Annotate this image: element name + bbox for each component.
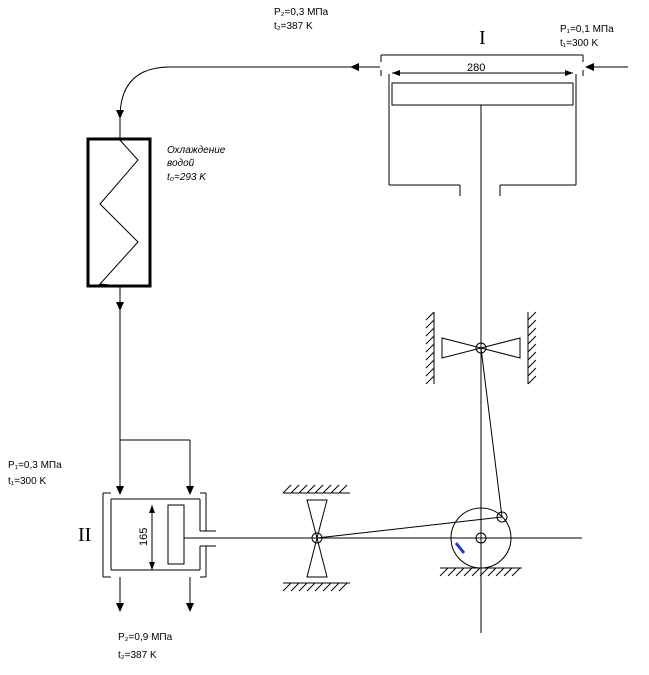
stage-2-bore-dimension: 165 bbox=[138, 528, 150, 546]
stage-1-cylinder bbox=[380, 54, 584, 196]
stage-1-inlet-temperature: t₁=300 K bbox=[560, 38, 598, 49]
stage-2-cylinder bbox=[102, 492, 216, 578]
stage-2-outlet-pressure: P₂=0,9 МПа bbox=[118, 632, 173, 643]
crank-shaft bbox=[475, 532, 487, 544]
crosshead-vertical bbox=[433, 312, 529, 384]
crank-mechanism bbox=[316, 347, 522, 577]
cooler-label-line2: водой bbox=[167, 158, 195, 169]
stage-2-piston bbox=[167, 504, 185, 565]
cooler-coil bbox=[98, 138, 139, 287]
cooler-label-line1: Охлаждение bbox=[167, 145, 226, 156]
crank-pin bbox=[496, 511, 508, 523]
stage-1-outlet-temperature: t₂=387 K bbox=[274, 21, 313, 32]
stage-2-inlet-temperature: t₁=300 K bbox=[8, 476, 46, 487]
cooler-label-line3: t₀=293 K bbox=[167, 172, 207, 183]
connecting-rod-vertical bbox=[480, 347, 503, 518]
guide-hatching-bottom bbox=[282, 582, 348, 592]
stage-2-outlet-temperature: t₂=387 K bbox=[118, 650, 157, 661]
guide-hatching-right bbox=[527, 311, 537, 385]
stage-1-bore-dimension: 280 bbox=[467, 62, 485, 74]
crank-indicator bbox=[454, 542, 466, 554]
stage-1-piston bbox=[391, 82, 574, 106]
stage-2-inlet-pressure: P₁=0,3 МПа bbox=[8, 460, 62, 471]
stage-1-roman-label: I bbox=[479, 27, 486, 49]
guide-hatching-top bbox=[282, 484, 348, 494]
connecting-rod-horizontal bbox=[316, 516, 503, 539]
cooler-body bbox=[86, 137, 152, 288]
guide-hatching-left bbox=[425, 311, 435, 385]
pipe-to-cooler bbox=[116, 66, 351, 119]
stage-1-inlet-pressure: P₁=0,1 МПа bbox=[560, 24, 614, 35]
stage-2-roman-label: II bbox=[78, 524, 91, 546]
stage-1-outlet-pressure: P₂=0,3 МПа bbox=[274, 7, 329, 18]
